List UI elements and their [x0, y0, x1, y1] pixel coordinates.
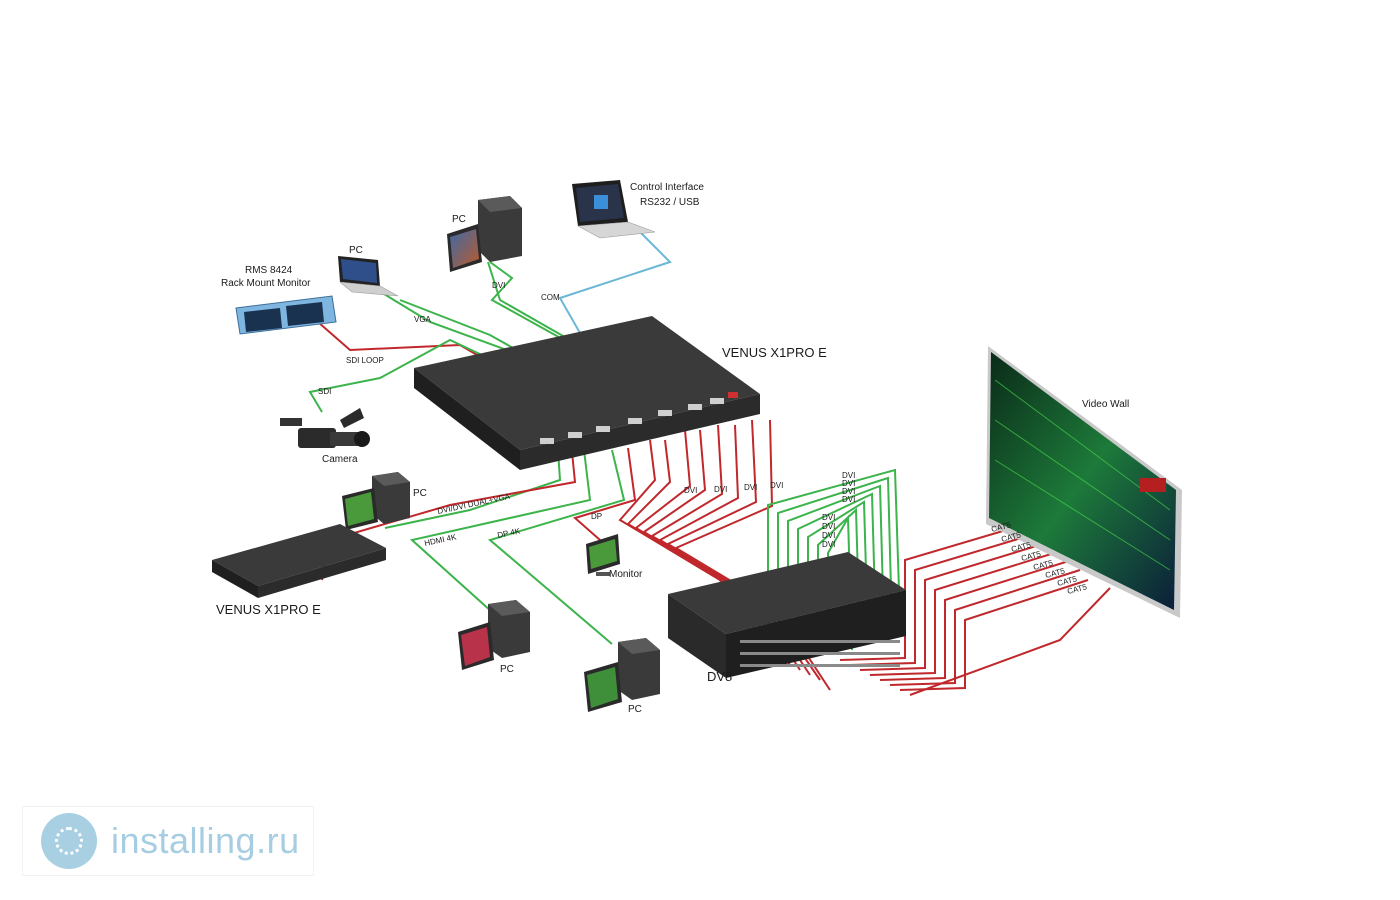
dvi-out-label-1: DVI: [684, 486, 697, 495]
vga-label: VGA: [414, 315, 432, 324]
pc-dp4k-icon: [584, 638, 660, 712]
dp-4k-label: DP 4K: [497, 526, 522, 540]
cat5-bundle: [839, 519, 1111, 696]
sdi-label: SDI: [318, 387, 331, 396]
hdmi-4k-label: HDMI 4K: [424, 532, 458, 548]
dvi-top-label: DVI: [492, 281, 505, 290]
dvi-loop-label-7: DVI: [822, 531, 835, 540]
rms-label: RMS 8424: [245, 265, 293, 276]
secondary-switcher-label: VENUS X1PRO E: [216, 602, 321, 617]
dvi-loop-label-1: DVI: [842, 471, 855, 480]
pc-lower-icon: [342, 472, 410, 530]
sdi-loop-label: SDI LOOP: [346, 356, 384, 365]
rack-mount-label: Rack Mount Monitor: [221, 278, 311, 289]
dv8-label: DV8: [707, 669, 732, 684]
watermark: installing.ru: [22, 806, 314, 876]
rack-monitor-icon: [235, 295, 337, 335]
camera-icon: [280, 408, 370, 448]
dvi-loop-label-6: DVI: [822, 522, 835, 531]
dvi-loop-label-4: DVI: [842, 495, 855, 504]
pc-top-label: PC: [452, 214, 466, 225]
dvi-out-label-4: DVI: [770, 481, 783, 490]
dvi-loop-label-3: DVI: [842, 487, 855, 496]
dp-label: DP: [591, 512, 602, 521]
secondary-switcher-device: [212, 524, 386, 598]
monitor-icon: [586, 534, 620, 576]
control-rs232-label: RS232 / USB: [640, 197, 700, 208]
installing-logo-icon: [41, 813, 97, 869]
watermark-text: installing.ru: [111, 820, 300, 861]
hdmi-cable: [409, 449, 592, 613]
main-switcher-label: VENUS X1PRO E: [722, 345, 827, 360]
dvi-loop-label-5: DVI: [822, 513, 835, 522]
main-switcher-device: [414, 316, 760, 470]
dv8-device: [668, 552, 906, 678]
pc-laptop-label: PC: [349, 245, 363, 256]
dp-cable: [572, 447, 637, 541]
pc-lower-label: PC: [413, 488, 427, 499]
control-interface-label: Control Interface: [630, 182, 704, 193]
dvi-out-label-3: DVI: [744, 483, 757, 492]
pc-dp4k-label: PC: [628, 704, 642, 715]
camera-label: Camera: [322, 454, 358, 465]
dvi-loop-label-8: DVI: [822, 540, 835, 549]
monitor-label: Monitor: [609, 569, 643, 580]
dvi-dual-vga-label: DVI/DVI DUAL+VGA: [437, 492, 512, 516]
dvi-dual-vga-cable: [384, 449, 562, 529]
dvi-out-label-2: DVI: [714, 485, 727, 494]
control-laptop-icon: [572, 180, 656, 239]
com-label: COM: [541, 293, 560, 302]
dp4k-cable: [487, 449, 626, 645]
video-wall-label: Video Wall: [1082, 399, 1129, 410]
pc-top-icon: [447, 196, 522, 272]
pc-hdmi-icon: [458, 600, 530, 670]
pc-laptop-icon: [338, 256, 399, 297]
pc-hdmi-label: PC: [500, 664, 514, 675]
dvi-loop-label-2: DVI: [842, 479, 855, 488]
video-wall-device: [986, 346, 1182, 618]
